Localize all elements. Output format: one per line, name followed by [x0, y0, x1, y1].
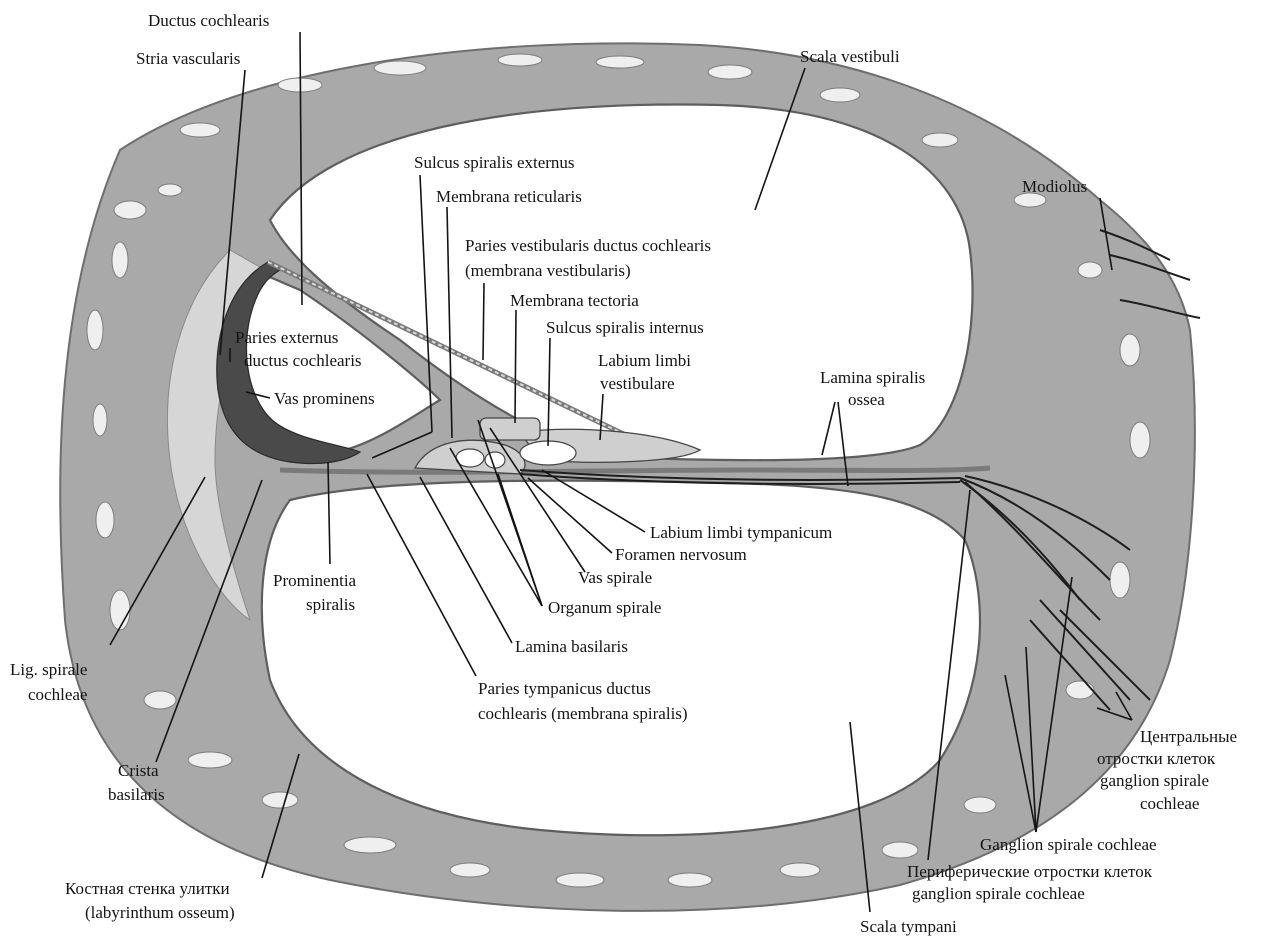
label-vas-prominens: Vas prominens	[274, 389, 375, 408]
label-kostnaya-1: Костная стенка улитки	[65, 879, 230, 898]
cochlea-illustration	[60, 43, 1200, 911]
label-paries-externus-2: ductus cochlearis	[244, 351, 362, 370]
label-paries-vestibularis-2: (membrana vestibularis)	[465, 261, 631, 280]
label-modiolus: Modiolus	[1022, 177, 1087, 196]
label-crista-basilaris-2: basilaris	[108, 785, 165, 804]
label-kostnaya-2: (labyrinthum osseum)	[85, 903, 235, 922]
label-lig-spirale-2: cochleae	[28, 685, 87, 704]
tectorial-membrane	[480, 418, 540, 440]
label-foramen-nervosum: Foramen nervosum	[615, 545, 747, 564]
label-centralnye-1: Центральные	[1140, 727, 1237, 746]
label-paries-tympanicus-1: Paries tympanicus ductus	[478, 679, 651, 698]
label-paries-tympanicus-2: cochlearis (membrana spiralis)	[478, 704, 688, 723]
label-perifericheskie-2: ganglion spirale cochleae	[912, 884, 1085, 903]
label-prominentia-spiralis-2: spiralis	[306, 595, 355, 614]
label-membrana-reticularis: Membrana reticularis	[436, 187, 582, 206]
label-membrana-tectoria: Membrana tectoria	[510, 291, 639, 310]
label-lamina-basilaris: Lamina basilaris	[515, 637, 628, 656]
label-vas-spirale: Vas spirale	[578, 568, 652, 587]
label-centralnye-2: отростки клеток	[1097, 749, 1216, 768]
label-lamina-spiralis-ossea-2: ossea	[848, 390, 885, 409]
label-ductus-cochlearis: Ductus cochlearis	[148, 11, 269, 30]
label-paries-externus-1: Paries externus	[235, 328, 338, 347]
label-labium-limbi-tympanicum: Labium limbi tympanicum	[650, 523, 832, 542]
label-crista-basilaris-1: Crista	[118, 761, 159, 780]
label-scala-tympani: Scala tympani	[860, 917, 957, 936]
label-stria-vascularis: Stria vascularis	[136, 49, 240, 68]
label-labium-limbi-vestibulare-1: Labium limbi	[598, 351, 691, 370]
label-sulcus-spiralis-externus: Sulcus spiralis externus	[414, 153, 575, 172]
label-centralnye-3: ganglion spirale	[1100, 771, 1209, 790]
label-centralnye-4: cochleae	[1140, 794, 1199, 813]
label-lig-spirale-1: Lig. spirale	[10, 660, 87, 679]
label-prominentia-spiralis-1: Prominentia	[273, 571, 357, 590]
label-labium-limbi-vestibulare-2: vestibulare	[600, 374, 675, 393]
label-scala-vestibuli: Scala vestibuli	[800, 47, 900, 66]
label-perifericheskie-1: Периферические отростки клеток	[907, 862, 1153, 881]
label-paries-vestibularis-1: Paries vestibularis ductus cochlearis	[465, 236, 711, 255]
label-organum-spirale: Organum spirale	[548, 598, 661, 617]
label-ganglion-spirale-cochleae: Ganglion spirale cochleae	[980, 835, 1157, 854]
label-lamina-spiralis-ossea-1: Lamina spiralis	[820, 368, 925, 387]
label-sulcus-spiralis-internus: Sulcus spiralis internus	[546, 318, 704, 337]
scala-tympani-lumen	[262, 481, 980, 836]
